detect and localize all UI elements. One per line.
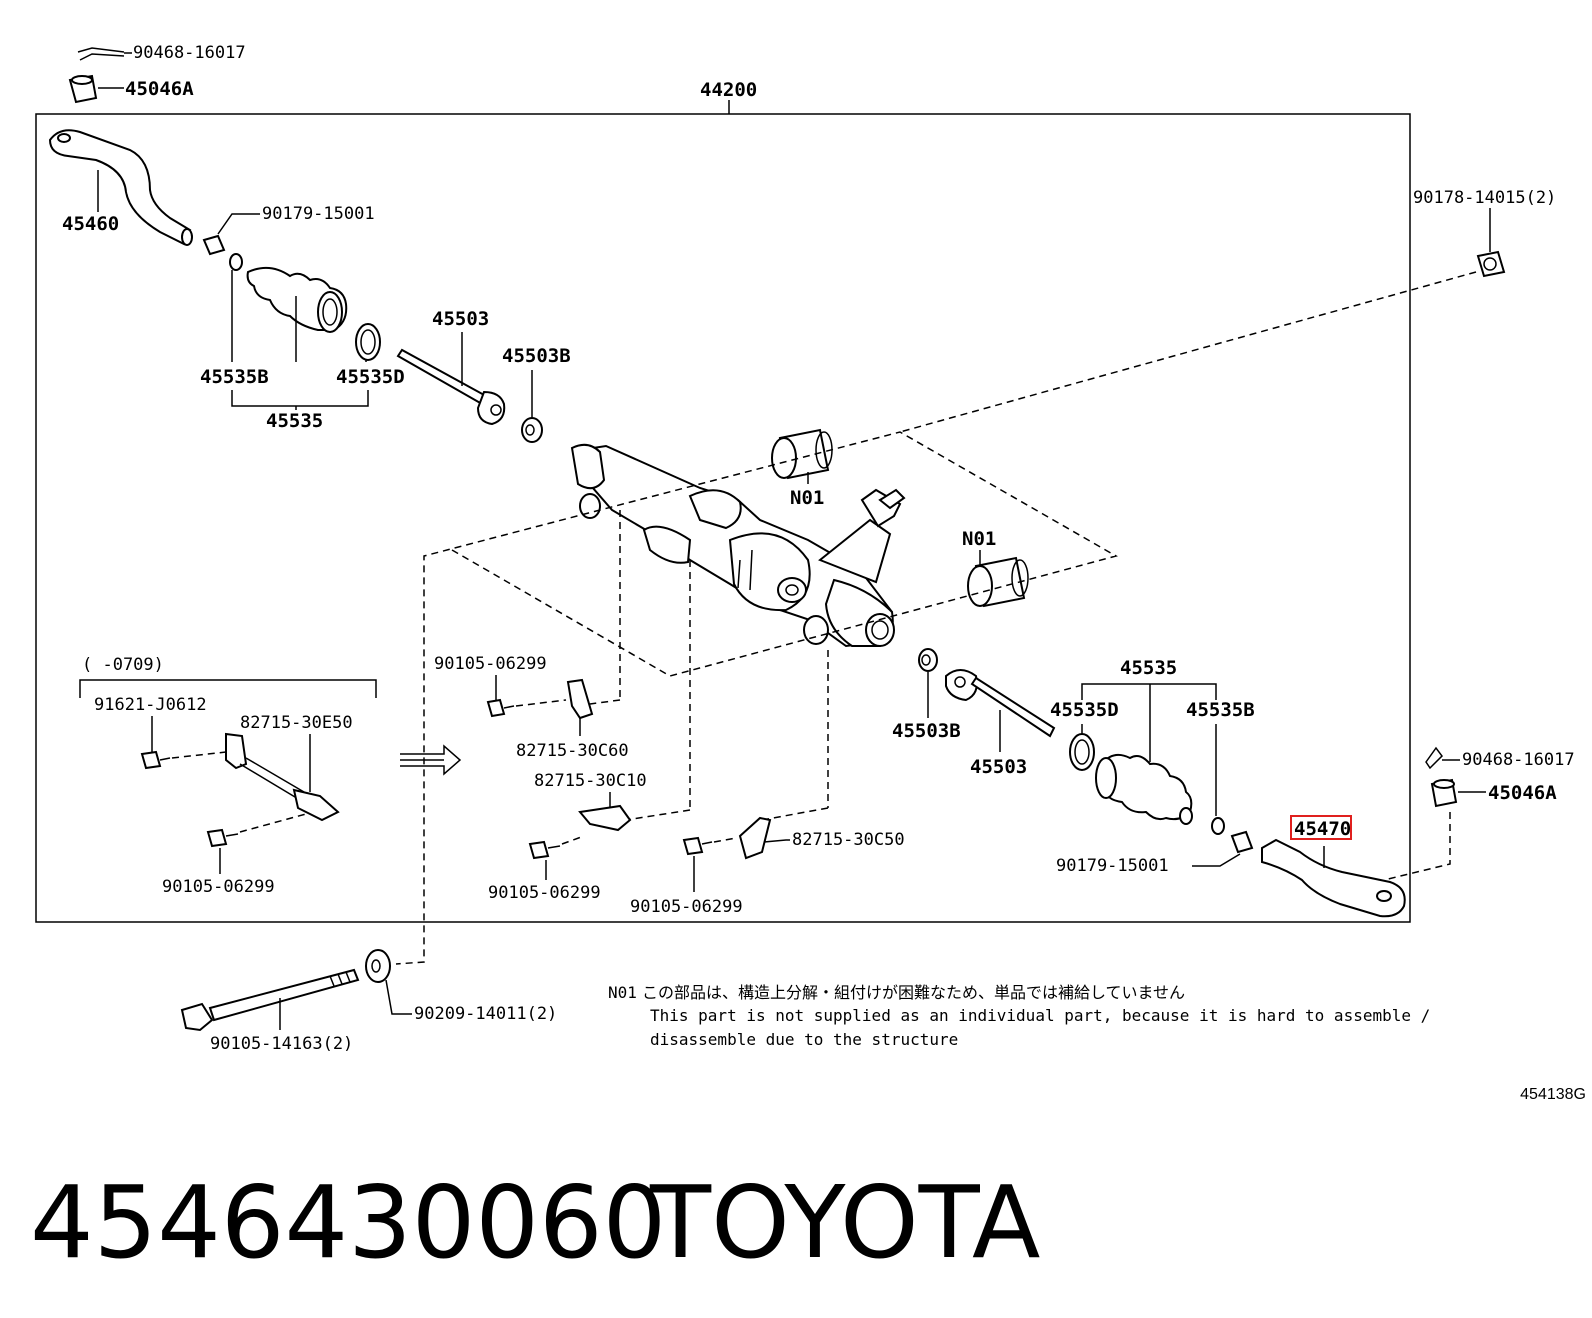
label-bracket-c50[interactable]: 82715-30C50: [792, 830, 905, 850]
bracket-c60-icon: [566, 678, 594, 720]
label-bracket-c10[interactable]: 82715-30C10: [534, 771, 647, 791]
inset-screw-icon: [206, 828, 239, 848]
bracket-c10-icon: [578, 804, 632, 832]
label-cotter-pin-right[interactable]: 90468-16017: [1462, 750, 1575, 770]
note-english-line2: disassemble due to the structure: [650, 1030, 958, 1049]
nut-left-icon: [68, 74, 98, 104]
brand-name: TOYOTA: [649, 1164, 1040, 1281]
cotter-pin-left-icon: [77, 47, 125, 61]
label-bushing-upper[interactable]: N01: [790, 487, 824, 509]
rack-end-left-icon: [396, 348, 506, 426]
label-boot-set-right[interactable]: 45535: [1120, 657, 1177, 679]
clamp-d-right-icon: [1069, 733, 1095, 771]
label-washer-14011[interactable]: 90209-14011(2): [414, 1004, 557, 1024]
steering-gear-housing-icon: [570, 443, 906, 648]
boot-right-icon: [1095, 754, 1193, 825]
label-nut-15001-left[interactable]: 90179-15001: [262, 204, 375, 224]
label-inset-bolt[interactable]: 91621-J0612: [94, 695, 207, 715]
label-washer-right[interactable]: 45503B: [892, 720, 961, 742]
note-japanese: この部品は、構造上分解・組付けが困難なため、単品では補給していません: [642, 983, 1185, 1002]
inset-bolt-icon: [140, 750, 171, 770]
label-clamp-b-right[interactable]: 45535B: [1186, 699, 1255, 721]
part-number: 4546430060: [30, 1164, 666, 1281]
label-nut-right[interactable]: 45046A: [1488, 782, 1557, 804]
label-nut-14015[interactable]: 90178-14015(2): [1413, 188, 1556, 208]
bushing-upper-icon: [771, 428, 833, 480]
washer-left-icon: [521, 417, 543, 443]
bolt-c-icon: [682, 836, 713, 856]
label-bolt-c[interactable]: 90105-06299: [630, 897, 743, 917]
washer-right-icon: [918, 648, 938, 672]
label-long-bolt[interactable]: 90105-14163(2): [210, 1034, 353, 1054]
label-rack-end-left[interactable]: 45503: [432, 308, 489, 330]
label-clamp-b-left[interactable]: 45535B: [200, 366, 269, 388]
label-inset-screw[interactable]: 90105-06299: [162, 877, 275, 897]
label-cotter-pin-left[interactable]: 90468-16017: [133, 43, 246, 63]
clamp-d-left-icon: [355, 323, 381, 361]
nut-15001-right-icon: [1230, 830, 1254, 854]
label-rack-end-right[interactable]: 45503: [970, 756, 1027, 778]
nut-14015-icon: [1476, 250, 1506, 278]
label-inset-bracket[interactable]: 82715-30E50: [240, 713, 353, 733]
label-tie-rod-end-left[interactable]: 45460: [62, 213, 119, 235]
boot-left-icon: [246, 266, 348, 333]
tie-rod-end-left-icon: [48, 129, 193, 246]
diagram-reference-code: 454138G: [1520, 1086, 1586, 1103]
label-inset-range[interactable]: ( -0709): [82, 655, 164, 675]
label-bolt-b[interactable]: 90105-06299: [488, 883, 601, 903]
nut-15001-left-icon: [202, 234, 226, 256]
label-nut-left[interactable]: 45046A: [125, 78, 194, 100]
long-bolt-icon: [180, 968, 360, 1032]
tie-rod-end-right-icon: [1261, 838, 1406, 918]
bolt-b-icon: [528, 840, 561, 860]
label-washer-left[interactable]: 45503B: [502, 345, 571, 367]
label-bracket-c60[interactable]: 82715-30C60: [516, 741, 629, 761]
note-english-line1: This part is not supplied as an individu…: [650, 1006, 1430, 1025]
label-tie-rod-end-right[interactable]: 45470: [1294, 818, 1351, 840]
rack-end-right-icon: [945, 669, 1056, 738]
label-bushing-lower[interactable]: N01: [962, 528, 996, 550]
arrow-right-icon: [400, 744, 462, 776]
bushing-lower-icon: [967, 556, 1029, 608]
label-assembly[interactable]: 44200: [700, 79, 757, 101]
label-clamp-d-right[interactable]: 45535D: [1050, 699, 1119, 721]
clamp-b-left-icon: [229, 253, 243, 271]
label-clamp-d-left[interactable]: 45535D: [336, 366, 405, 388]
assembly-frame: [35, 113, 1411, 923]
washer-14011-icon: [365, 949, 391, 983]
inset-bracket-icon: [225, 732, 340, 822]
clamp-b-right-icon: [1211, 817, 1225, 835]
nut-right-icon: [1430, 778, 1458, 808]
bolt-a-icon: [486, 698, 515, 718]
cotter-pin-right-icon: [1425, 746, 1460, 770]
bracket-c50-icon: [738, 816, 772, 860]
note-code: N01: [608, 983, 637, 1002]
label-bolt-a[interactable]: 90105-06299: [434, 654, 547, 674]
highlight-box: [1290, 815, 1352, 840]
label-nut-15001-right[interactable]: 90179-15001: [1056, 856, 1169, 876]
label-boot-set-left[interactable]: 45535: [266, 410, 323, 432]
